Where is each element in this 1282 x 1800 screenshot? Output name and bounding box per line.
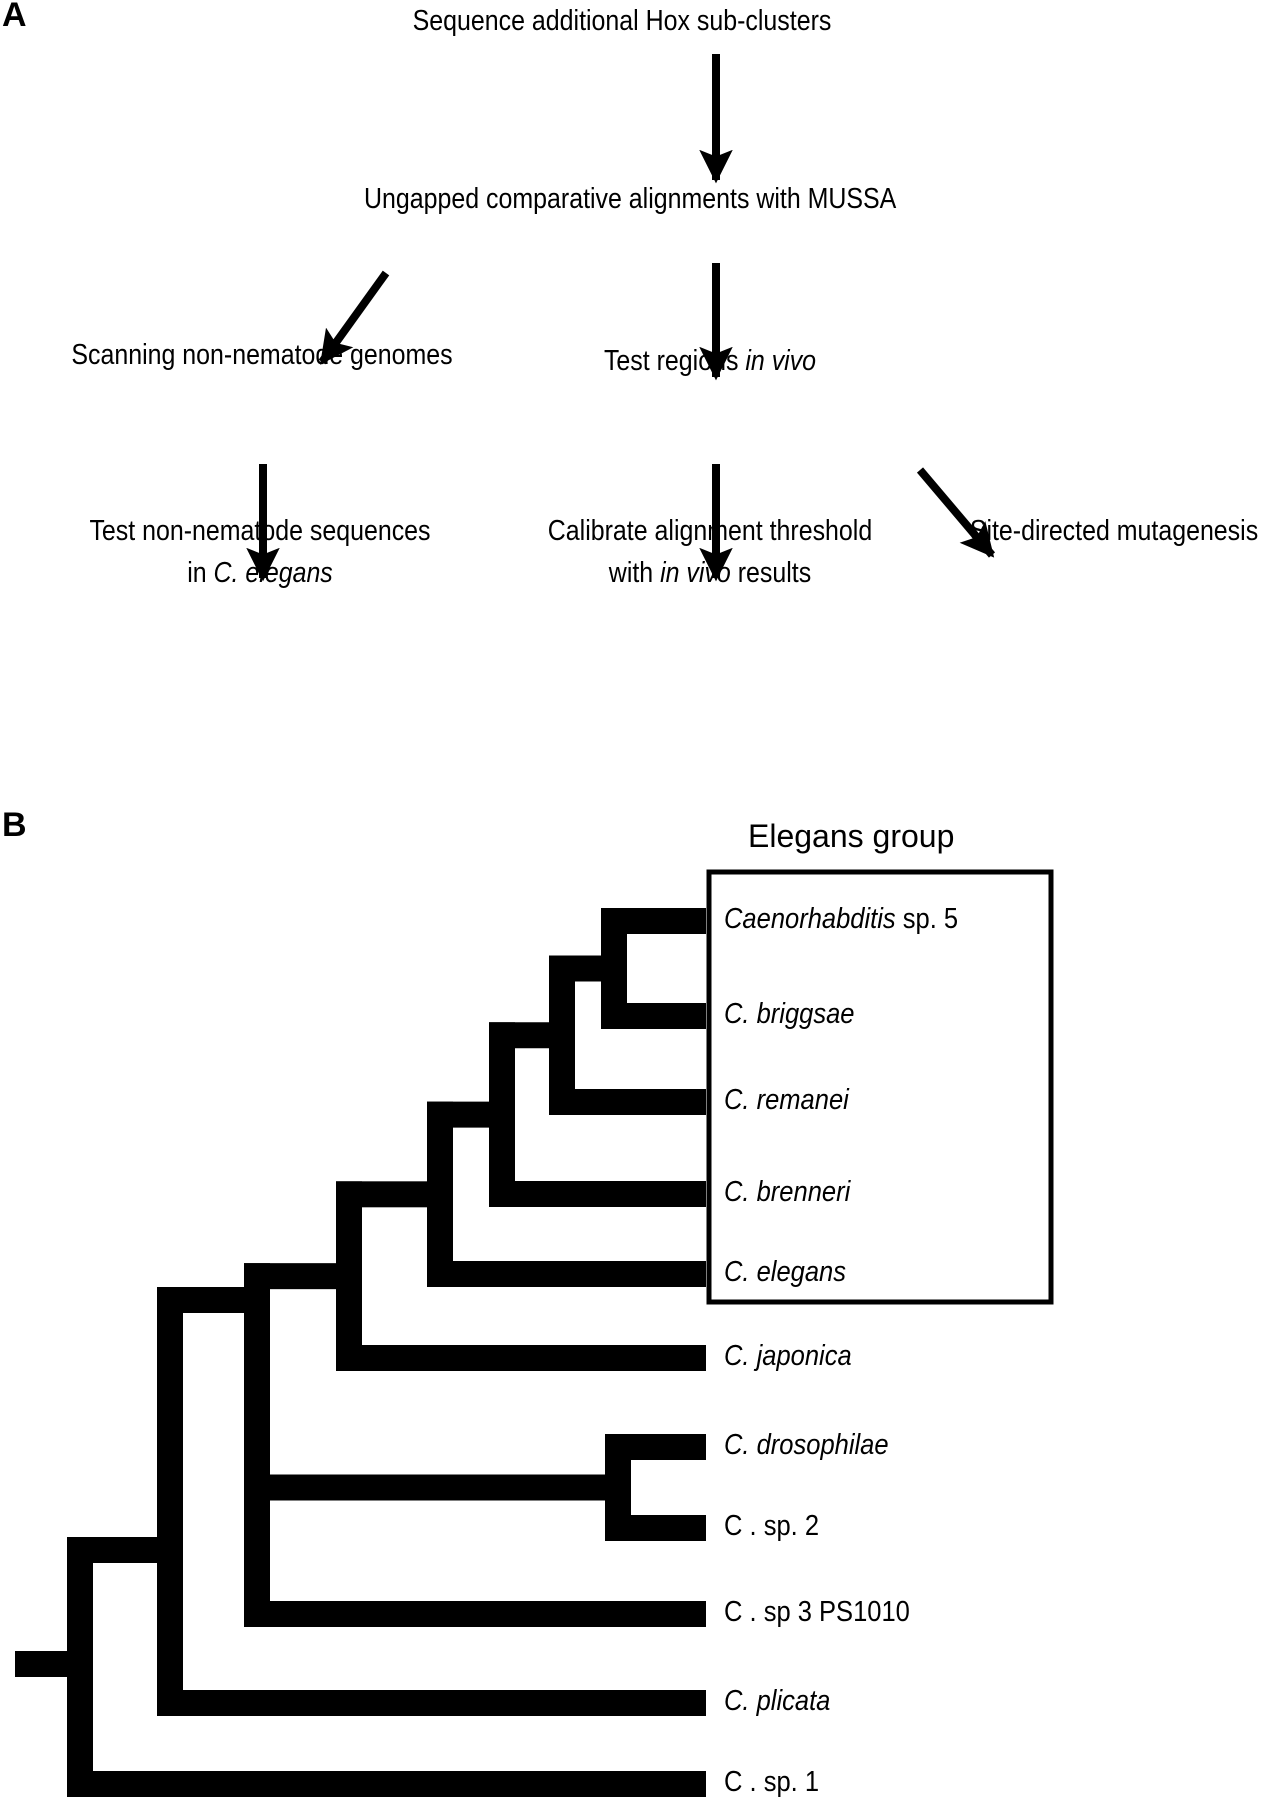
node-main-clade-vertical [244,1263,270,1627]
taxon-label: C. japonica [724,1339,852,1373]
taxon-plain: C . sp 3 PS1010 [724,1596,910,1628]
branch-sp5 [601,908,706,934]
branch-brenneri [489,1181,706,1207]
line2-pre: with [608,557,661,589]
node-scanning-genomes: Scanning non-nematode genomes [56,334,469,376]
node-scanning-text: Scanning non-nematode genomes [71,339,453,371]
node-calibrate-line1: Calibrate alignment threshold [547,515,873,547]
node-site-directed: Site-directed mutagenesis [968,510,1260,552]
node-sequence-text: Sequence additional Hox sub-clusters [412,5,832,37]
elegans-group-title: Elegans group [748,818,955,854]
panel-b-label: B [2,806,27,844]
branch-n4 [336,1181,440,1208]
panel-a-label: A [2,0,27,34]
branch-n8 [67,1537,170,1563]
taxon-plain: C . sp. 2 [724,1510,820,1542]
taxon-italic: C. elegans [724,1256,847,1288]
taxon-italic: C. japonica [724,1340,852,1372]
branch-japonica [336,1345,706,1371]
tree-branches [15,908,706,1797]
line2-post: results [730,557,812,589]
taxon-italic: C. remanei [724,1084,849,1116]
taxon-label: C. drosophilae [724,1428,889,1462]
taxon-label: Caenorhabditis sp. 5 [724,902,958,936]
node-test-nonnematode: Test non-nematode sequences in C. elegan… [71,510,449,594]
branch-n2 [489,1022,562,1049]
branch-sp2 [605,1515,706,1541]
taxon-label: C. elegans [724,1255,846,1289]
elegans-group-box [706,869,1054,1305]
taxon-label: C . sp. 1 [724,1765,819,1799]
branch-elegans [427,1261,706,1287]
branch-plicata [157,1690,706,1716]
branch-remanei [549,1089,706,1115]
branch-n3 [427,1101,502,1128]
taxon-italic: C. briggsae [724,998,855,1030]
branch-drosophilae [605,1434,706,1460]
branch-n7 [157,1287,257,1313]
arrow-ungapped-to-scanning [318,270,390,365]
branch-briggsae [601,1003,706,1029]
taxon-plain: C . sp. 1 [724,1766,820,1798]
branch-n1 [549,955,614,982]
node-calibrate-threshold: Calibrate alignment threshold with in vi… [521,510,899,594]
taxon-italic: C. brenneri [724,1176,851,1208]
taxon-label: C. brenneri [724,1175,850,1209]
root-stub [15,1651,80,1677]
branch-sp1 [67,1771,706,1797]
taxon-italic: C. drosophilae [724,1429,889,1461]
taxon-plain: sp. 5 [895,903,959,935]
taxon-label: C . sp 3 PS1010 [724,1595,910,1629]
taxon-italic: Caenorhabditis [724,903,896,935]
node-ungapped-text: Ungapped comparative alignments with MUS… [364,183,897,215]
branch-n6 [244,1474,618,1501]
branch-n5 [244,1263,349,1290]
taxon-italic: C. plicata [724,1685,831,1717]
flowchart-arrows [246,54,996,582]
branch-sp3 [244,1601,706,1627]
node-ungapped-alignments: Ungapped comparative alignments with MUS… [364,178,896,220]
node-site-directed-text: Site-directed mutagenesis [969,515,1259,547]
taxon-label: C. briggsae [724,997,855,1031]
node-sequence-hox: Sequence additional Hox sub-clusters [407,0,837,42]
arrow-test-regions-to-site-directed [916,467,996,558]
node-plicata-vertical [157,1287,183,1716]
taxon-label: C. remanei [724,1083,849,1117]
node-test-regions-italic: in vivo [745,345,817,377]
node-calibrate-line2: with in vivo results [521,552,899,594]
taxon-label: C. plicata [724,1684,830,1718]
taxon-label: C . sp. 2 [724,1509,819,1543]
line2-pre: in [187,557,214,589]
